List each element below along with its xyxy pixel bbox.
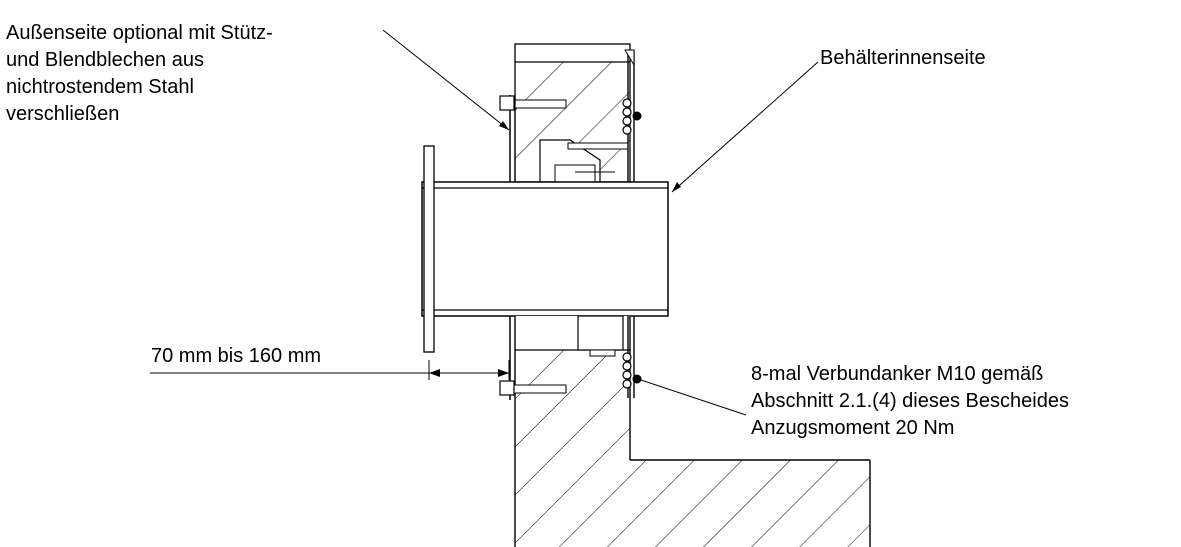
lower-anchor-bolt bbox=[622, 352, 642, 389]
anchor-label-line2: Abschnitt 2.1.(4) dieses Bescheides bbox=[751, 390, 1069, 412]
leader-lines bbox=[382, 29, 819, 416]
anchor-leader bbox=[640, 379, 747, 416]
anchor-label-line3: Anzugsmoment 20 Nm bbox=[751, 417, 954, 439]
upper-anchor-bolt bbox=[622, 98, 642, 135]
outside-leader bbox=[382, 29, 510, 131]
inside-leader bbox=[671, 61, 819, 193]
outside-label-line4: verschließen bbox=[6, 103, 119, 125]
inside-leader-arrow bbox=[672, 182, 681, 192]
inside-label: Behälterinnenseite bbox=[820, 47, 986, 69]
lower-wall bbox=[505, 315, 871, 547]
dimension-label: 70 mm bis 160 mm bbox=[151, 345, 321, 367]
pipe-sleeve bbox=[421, 145, 669, 353]
outside-label-line1: Außenseite optional mit Stütz- bbox=[6, 22, 273, 44]
outside-leader-arrow bbox=[499, 121, 509, 130]
dimension bbox=[150, 360, 510, 380]
anchor-label-line1: 8-mal Verbundanker M10 gemäß bbox=[751, 363, 1043, 385]
outside-label-line3: nichtrostendem Stahl bbox=[6, 76, 194, 98]
outside-label-line2: und Blendblechen aus bbox=[6, 49, 204, 71]
upper-wall bbox=[505, 43, 631, 183]
